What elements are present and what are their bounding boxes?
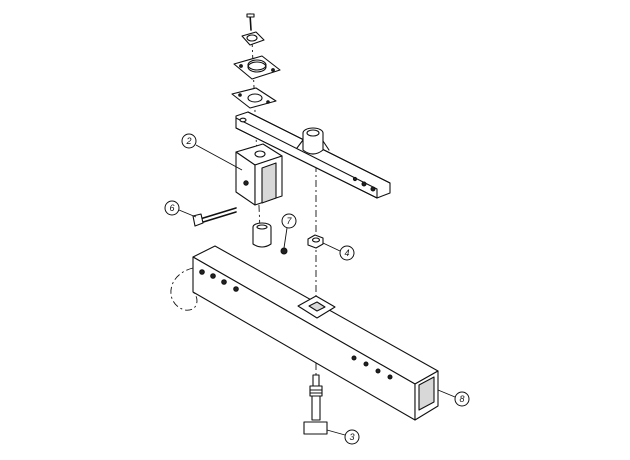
callout-2-label: 2: [185, 136, 191, 146]
shim-plate: [231, 87, 277, 109]
callout-8-label: 8: [459, 394, 464, 404]
callout-3: 3: [326, 429, 360, 445]
cap-plate: [233, 55, 281, 80]
bolt: [192, 207, 237, 227]
lock-plate: [241, 31, 265, 46]
callout-3-label: 3: [349, 432, 354, 442]
callout-6: 6: [164, 200, 197, 218]
callout-7-label: 7: [286, 216, 292, 226]
callout-7: 7: [281, 213, 297, 249]
pin: [303, 374, 328, 435]
bushing: [252, 222, 272, 248]
callout-2: 2: [181, 133, 243, 171]
grease-fitting: [280, 247, 288, 255]
nut: [307, 234, 324, 249]
top-screw: [246, 13, 255, 31]
callout-6-label: 6: [169, 203, 174, 213]
callout-4-label: 4: [344, 248, 349, 258]
cross-beam: [235, 111, 391, 199]
main-tube: [170, 245, 439, 421]
callout-4: 4: [322, 242, 355, 261]
callout-8: 8: [437, 389, 470, 407]
frame-bracket: [235, 143, 283, 206]
